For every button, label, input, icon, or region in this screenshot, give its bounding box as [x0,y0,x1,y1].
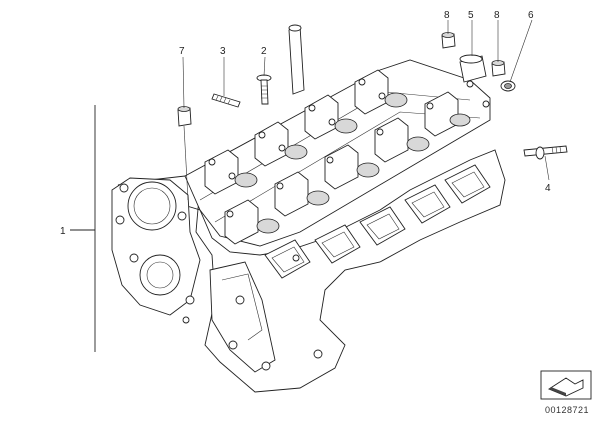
callout-1: 1 [60,226,66,237]
part-2-bolt [256,74,272,105]
callout-6: 6 [528,10,534,21]
cap-bolts [208,78,490,218]
part-7-nut [177,106,192,127]
manifold-ports [264,164,491,279]
part-8-plug-left [441,32,456,49]
part-5-sleeve [459,54,487,83]
callout-8-left: 8 [444,10,450,21]
cylinder-head-illustration [111,24,506,393]
part-4-stud [523,145,568,160]
callout-5: 5 [468,10,474,21]
callout-7: 7 [179,46,185,57]
camshaft-bores [234,92,471,234]
arrow-panel-icon[interactable] [540,370,592,400]
part-3-stud [211,93,241,108]
leader-lines [70,19,550,352]
part-8-plug-right [491,60,506,77]
callout-3: 3 [220,46,226,57]
reference-number: 00128721 [545,405,589,415]
callout-8-right: 8 [494,10,500,21]
callout-2: 2 [261,46,267,57]
part-6-seal-ring [500,80,516,92]
callout-4: 4 [545,183,551,194]
